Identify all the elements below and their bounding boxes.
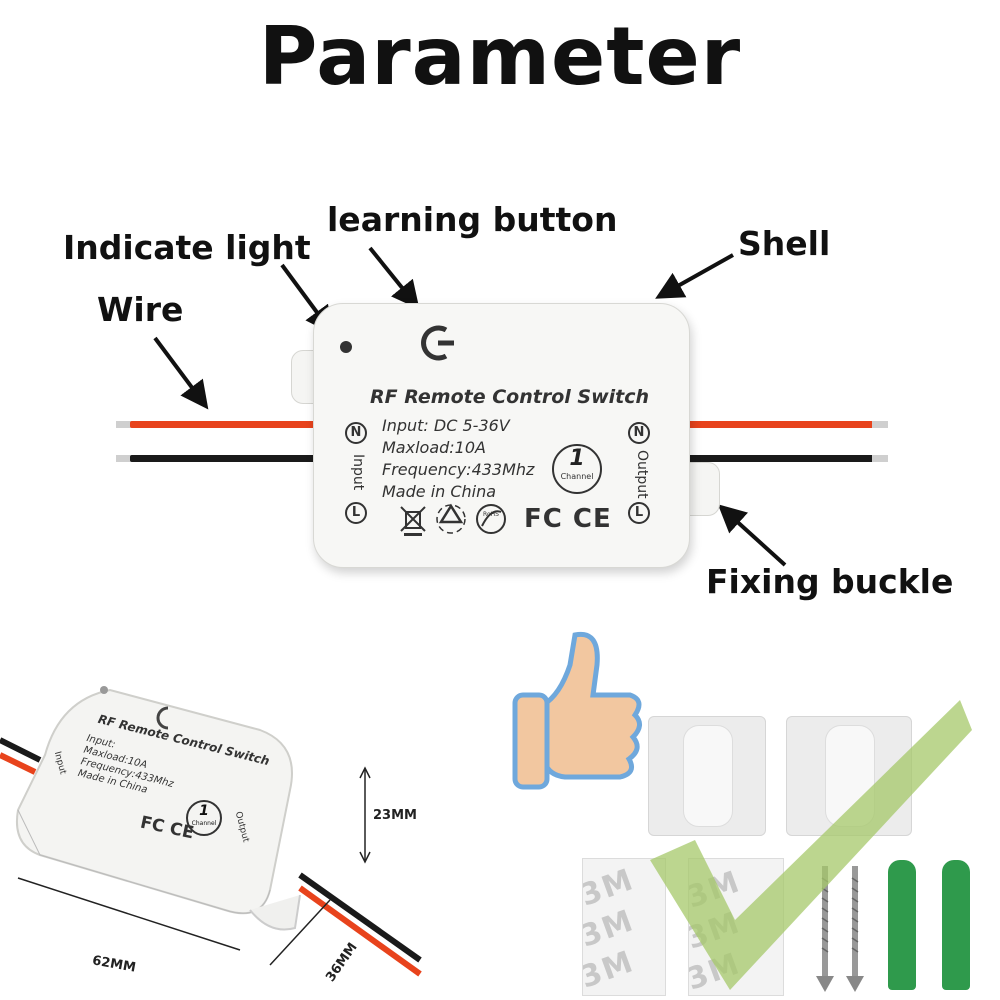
label-fixing-buckle: Fixing buckle (706, 562, 954, 601)
arrow-wire (153, 336, 209, 410)
input-label: Input (350, 454, 366, 491)
channel-badge: 1 Channel (552, 444, 602, 494)
indicator-light (340, 341, 352, 353)
learning-button-icon (421, 325, 454, 361)
checkmark-icon (650, 700, 972, 990)
label-wire: Wire (97, 290, 184, 329)
small-channel-badge: 1 Channel (186, 800, 222, 836)
arrow-fixing-buckle (717, 504, 787, 567)
rohs-icon: RoHS (476, 504, 506, 534)
module-title: RF Remote Control Switch (370, 386, 650, 408)
wire-tip (872, 455, 888, 462)
svg-text:RoHS: RoHS (483, 511, 499, 518)
spec-list: Input: DC 5-36V Maxload:10A Frequency:43… (382, 415, 534, 503)
channel-number: 1 (569, 446, 585, 471)
wall-dowel-1 (888, 860, 916, 990)
pin-l-output: L (628, 502, 650, 524)
thumbs-up-icon (512, 631, 642, 790)
switch-module: RF Remote Control Switch Input: DC 5-36V… (313, 303, 690, 568)
output-label: Output (634, 450, 650, 499)
pin-n-input: N (345, 422, 367, 444)
arrow-shell (655, 253, 734, 299)
wire-tip (116, 421, 132, 428)
black-wire-left (130, 455, 315, 462)
wire-tip (116, 455, 132, 462)
spec-origin: Made in China (382, 482, 497, 501)
dimension-height: 23MM (373, 808, 417, 823)
pin-n-output: N (628, 422, 650, 444)
spec-input: Input: DC 5-36V (382, 416, 510, 435)
arrow-learning-button (368, 246, 420, 310)
spec-frequency: Frequency:433Mhz (382, 460, 535, 479)
fc-ce-marks: FC CE (524, 504, 612, 534)
weee-bin-icon (400, 506, 426, 536)
red-wire-right (686, 421, 874, 428)
page-title: Parameter (258, 10, 742, 103)
callout-arrows (153, 246, 787, 567)
spec-maxload: Maxload:10A (382, 438, 486, 457)
pin-l-input: L (345, 502, 367, 524)
module-dimension-view (0, 686, 422, 977)
wire-tip (872, 421, 888, 428)
wall-dowel-2 (942, 860, 970, 990)
mounting-clip-1 (648, 716, 766, 836)
red-wire-left (130, 421, 315, 428)
label-shell: Shell (738, 224, 831, 263)
label-learning-button: learning button (327, 200, 618, 239)
recycle-icon (436, 503, 466, 534)
channel-label: Channel (560, 472, 594, 481)
label-indicate-light: Indicate light (63, 228, 311, 267)
black-wire-right (686, 455, 874, 462)
